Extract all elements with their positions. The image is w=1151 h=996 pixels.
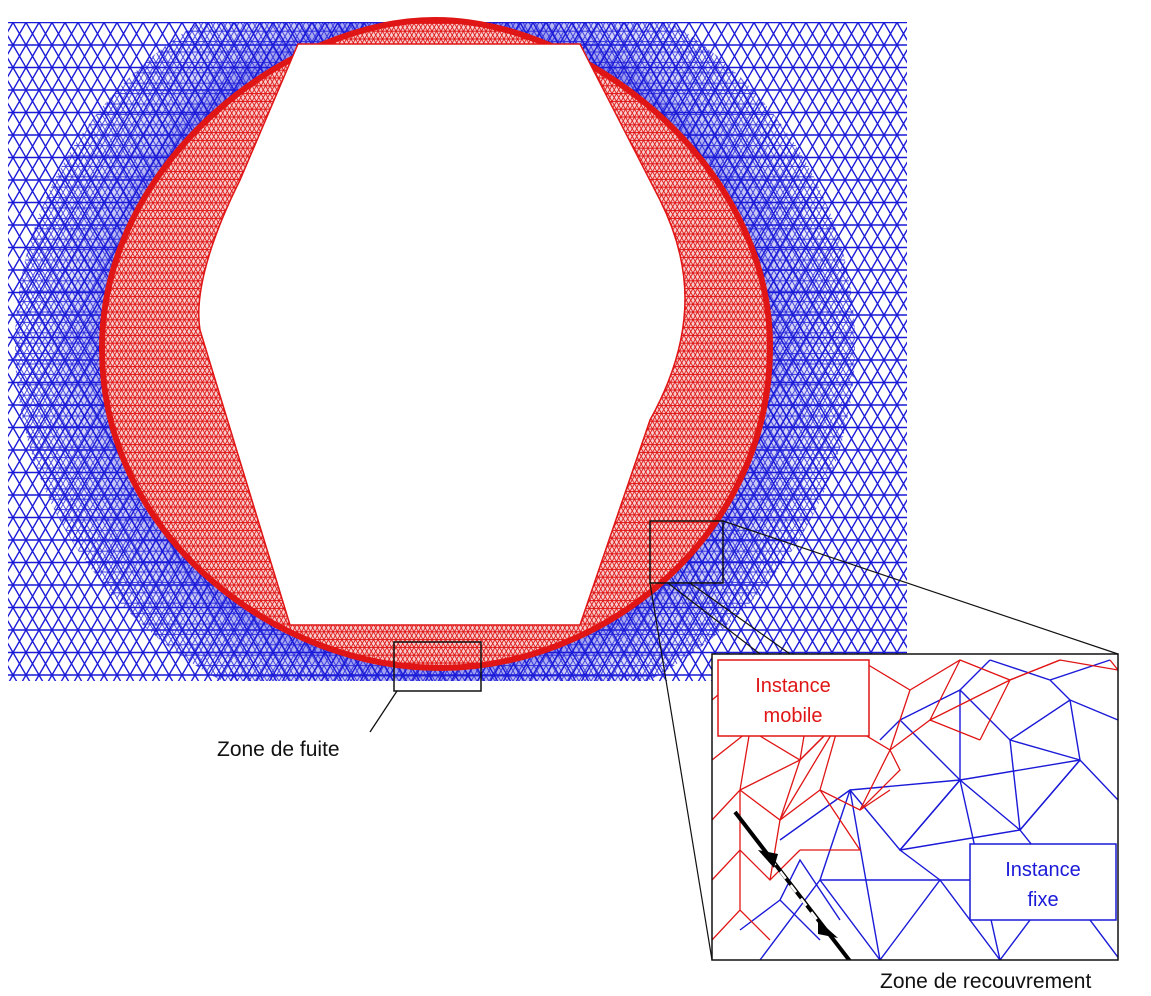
zoom-line-inner-b — [689, 582, 791, 655]
fixed-label-line1: Instance — [1005, 859, 1081, 881]
zoom-line-inner-a — [667, 582, 761, 655]
central-hole — [198, 43, 686, 626]
mobile-label-box — [717, 659, 870, 737]
fixed-label-box — [969, 843, 1117, 921]
mobile-label-line2: mobile — [764, 705, 823, 727]
overlap-arrow — [733, 810, 852, 960]
fixed-label-line2: fixe — [1027, 889, 1058, 911]
overlap-zone-label: Zone de recouvrement — [880, 970, 1091, 993]
zoom-line-top — [722, 520, 1119, 655]
leak-zone-box — [393, 641, 482, 692]
mobile-label-line1: Instance — [755, 675, 831, 697]
leak-zone-label: Zone de fuite — [217, 738, 340, 761]
leak-leader-line — [369, 690, 398, 733]
zoom-line-left — [649, 582, 713, 961]
zoom-inset: Instance mobile Instance fixe — [711, 653, 1119, 961]
overlap-zone-box — [649, 520, 724, 584]
